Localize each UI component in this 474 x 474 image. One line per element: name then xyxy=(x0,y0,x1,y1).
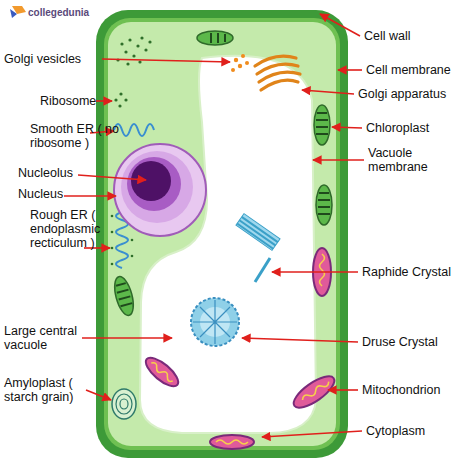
part-label: Nucleolus xyxy=(18,166,82,180)
cytoplasm xyxy=(108,22,336,446)
part-label: Smooth ER ( no ribosome ) xyxy=(30,122,128,150)
cell-wall xyxy=(96,10,348,458)
part-label: Cytoplasm xyxy=(366,424,466,438)
watermark: collegedunia xyxy=(28,6,118,20)
nucleus xyxy=(114,144,206,236)
amyloplast xyxy=(112,389,136,419)
cell-membrane xyxy=(104,18,340,450)
part-label: Vacuole membrane xyxy=(368,146,448,174)
mitochondria xyxy=(142,248,339,449)
central-vacuole xyxy=(140,56,316,433)
part-label: Amyloplast ( starch grain) xyxy=(4,376,96,404)
part-label: Golgi vesicles xyxy=(4,52,104,66)
part-label: Nucleus xyxy=(18,187,68,201)
leader-lines xyxy=(64,14,364,437)
part-label: Cell membrane xyxy=(366,63,470,77)
chloroplasts xyxy=(111,31,332,317)
part-label: Ribosome xyxy=(40,94,100,108)
part-label: Cell wall xyxy=(364,29,464,43)
part-label: Rough ER ( endoplasmic recticulum ) xyxy=(30,208,118,250)
smooth-er xyxy=(114,124,154,136)
part-label: Golgi apparatus xyxy=(358,87,470,101)
nucleolus xyxy=(131,161,171,201)
logo-icon xyxy=(10,6,26,18)
part-label: Druse Crystal xyxy=(362,335,472,349)
golgi-apparatus xyxy=(255,56,300,90)
part-label: Chloroplast xyxy=(366,121,466,135)
golgi-vesicles xyxy=(231,54,249,72)
part-label: Large central vacuole xyxy=(4,324,86,352)
part-label: Mitochondrion xyxy=(362,383,472,397)
part-label: Raphide Crystal xyxy=(362,265,472,279)
druse-crystal xyxy=(191,298,239,346)
ribosomes xyxy=(114,36,151,107)
